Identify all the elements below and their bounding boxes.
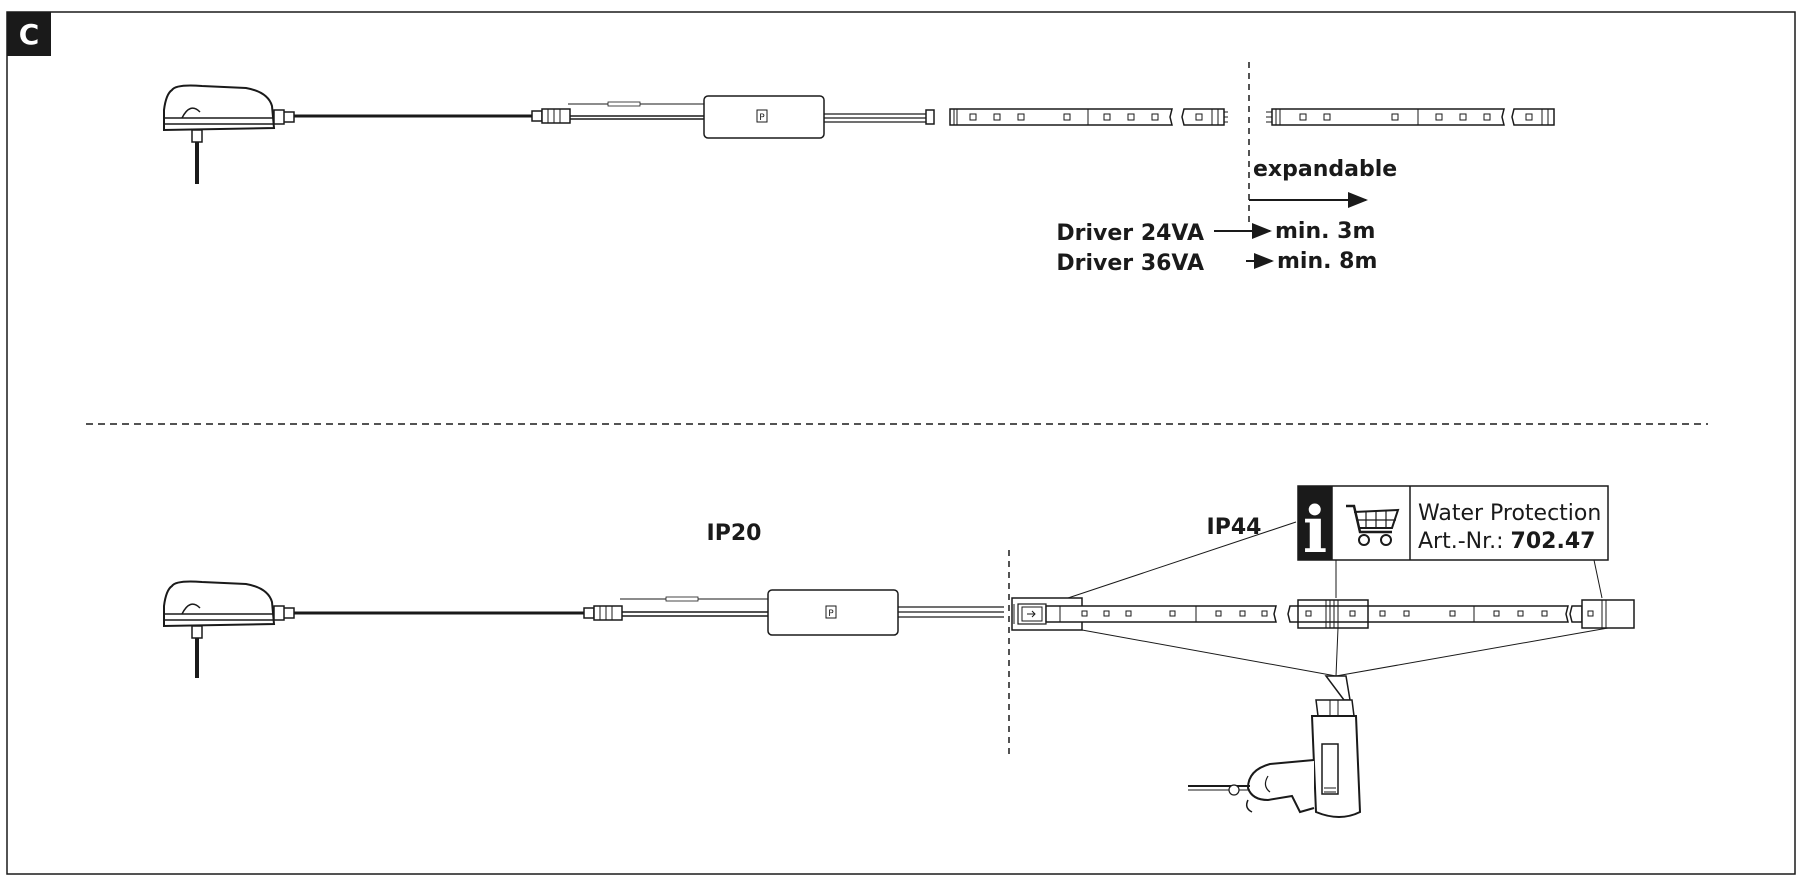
barrel-connector: [531, 108, 571, 124]
driver-36va-label: Driver 36VA: [1056, 251, 1204, 276]
led-strip-icon: [949, 108, 1173, 126]
ip44-label: IP44: [1207, 515, 1262, 540]
led-strip-icon: [1011, 597, 1635, 631]
led-strip-end-segment: [1181, 108, 1228, 126]
info-article-number: 702.47: [1511, 529, 1596, 554]
panel-letter-badge: C: [7, 12, 51, 56]
min-length-24va: min. 3m: [1275, 219, 1375, 244]
info-title: Water Protection: [1418, 501, 1601, 526]
driver-24va-label: Driver 24VA: [1056, 221, 1204, 246]
info-icon: i: [1303, 493, 1327, 568]
ip20-label: IP20: [707, 521, 762, 546]
barrel-connector: [583, 605, 623, 621]
extension-strip-icon: [1266, 108, 1555, 126]
info-article: Art.-Nr.: 702.47: [1418, 529, 1595, 554]
controller-box-icon: P: [703, 95, 825, 139]
plug-adapter-icon: [163, 84, 295, 184]
min-length-36va: min. 8m: [1277, 249, 1377, 274]
svg-text:P: P: [759, 113, 765, 123]
plug-adapter-icon: [163, 580, 295, 678]
info-box: i Water Protection Art.-Nr.: 702.47: [1297, 485, 1609, 568]
shopping-cart-icon: [1346, 504, 1400, 546]
info-icon-bg: [1298, 486, 1332, 560]
expandable-label: expandable: [1253, 157, 1397, 182]
svg-text:P: P: [828, 609, 834, 619]
controller-box-icon: P: [767, 589, 899, 636]
info-article-prefix: Art.-Nr.:: [1418, 529, 1511, 554]
panel-letter: C: [19, 18, 40, 51]
heat-gun-icon: [1188, 675, 1362, 818]
panel-frame: [6, 11, 1796, 875]
